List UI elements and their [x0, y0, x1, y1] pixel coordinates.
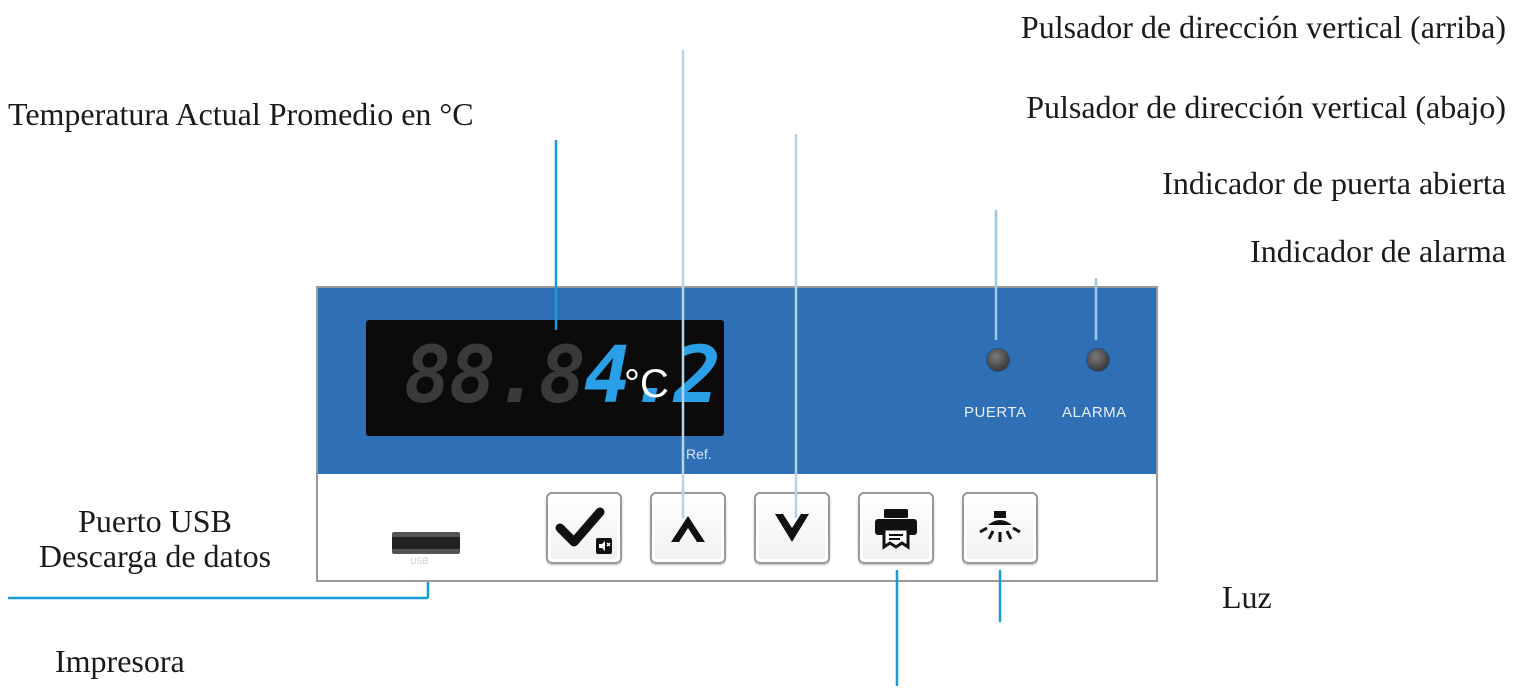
usb-port[interactable]	[392, 532, 460, 554]
down-button[interactable]	[754, 492, 830, 564]
callout-usb-line1: Puerto USB	[78, 503, 232, 539]
confirm-mute-icon	[555, 507, 612, 554]
light-icon	[979, 511, 1021, 542]
alarm-indicator-label: ALARMA	[1062, 404, 1127, 421]
callout-usb-line2: Descarga de datos	[38, 538, 272, 575]
callout-up-button: Pulsador de dirección vertical (arriba)	[1020, 9, 1506, 45]
light-button[interactable]	[962, 492, 1038, 564]
leader-usb-port	[8, 582, 430, 600]
callout-printer: Impresora	[55, 643, 185, 679]
callout-alarm-indicator: Indicador de alarma	[1250, 233, 1506, 269]
alarm-indicator-led	[1086, 348, 1110, 372]
door-indicator-led	[986, 348, 1010, 372]
ghost-digits: 88.8	[404, 331, 586, 421]
temperature-value: 4.2	[583, 331, 721, 421]
callout-usb: Puerto USB Descarga de datos	[10, 503, 300, 575]
callout-light: Luz	[1222, 579, 1272, 615]
arrow-up-icon	[671, 516, 705, 542]
callout-door-indicator: Indicador de puerta abierta	[1162, 165, 1506, 201]
ref-label: Ref.	[686, 446, 712, 462]
temperature-unit: °C	[624, 362, 669, 406]
up-button[interactable]	[650, 492, 726, 564]
printer-icon	[875, 509, 917, 550]
arrow-down-icon	[775, 514, 809, 542]
callout-temperature: Temperatura Actual Promedio en °C	[8, 96, 474, 132]
leader-alarm-indicator	[1094, 276, 1517, 340]
printer-button[interactable]	[858, 492, 934, 564]
callout-down-button: Pulsador de dirección vertical (abajo)	[1026, 89, 1506, 125]
usb-port-label: USB	[410, 556, 429, 566]
confirm-mute-button[interactable]	[546, 492, 622, 564]
door-indicator-label: PUERTA	[964, 404, 1027, 421]
